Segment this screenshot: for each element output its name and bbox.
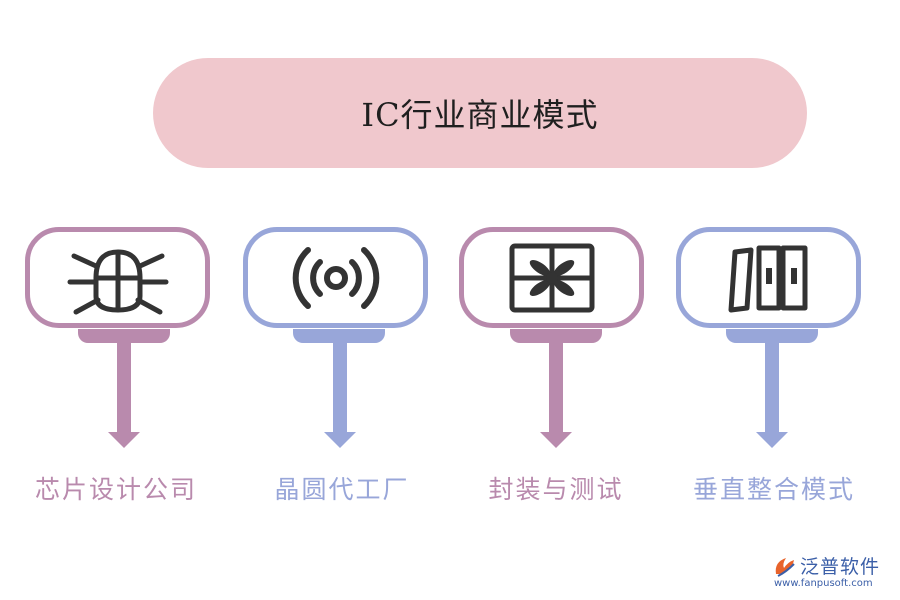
diagram-title: IC行业商业模式: [361, 96, 599, 134]
arrow-head-2: [324, 432, 356, 448]
arrow-head-3: [540, 432, 572, 448]
stand-3: [510, 329, 602, 343]
arrow-head-1: [108, 432, 140, 448]
card-chip-design: [25, 227, 210, 328]
gift-box-icon: [509, 243, 594, 312]
arrow-stem-4: [765, 343, 779, 433]
bug-icon: [67, 249, 168, 314]
label-foundry: 晶圆代工厂: [274, 475, 410, 504]
title-banner: IC行业商业模式: [153, 58, 807, 168]
label-vertical-integration: 垂直整合模式: [692, 475, 855, 504]
panels-icon: [728, 245, 807, 312]
logo-name: 泛普软件: [800, 556, 881, 578]
logo-icon: [775, 558, 795, 577]
label-packaging-testing: 封装与测试: [488, 475, 624, 504]
arrow-head-4: [756, 432, 788, 448]
card-vertical-integration: [676, 227, 861, 328]
label-chip-design: 芯片设计公司: [34, 475, 197, 504]
card-foundry: [243, 227, 428, 328]
arrow-stem-1: [117, 343, 131, 433]
arrow-stem-3: [549, 343, 563, 433]
stand-1: [78, 329, 170, 343]
stand-2: [293, 329, 385, 343]
logo-url: www.fanpusoft.com: [774, 578, 873, 589]
stand-4: [726, 329, 818, 343]
arrow-stem-2: [333, 343, 347, 433]
signal-icon: [292, 246, 379, 309]
card-packaging-testing: [459, 227, 644, 328]
watermark-logo: 泛普软件 www.fanpusoft.com: [772, 552, 892, 596]
